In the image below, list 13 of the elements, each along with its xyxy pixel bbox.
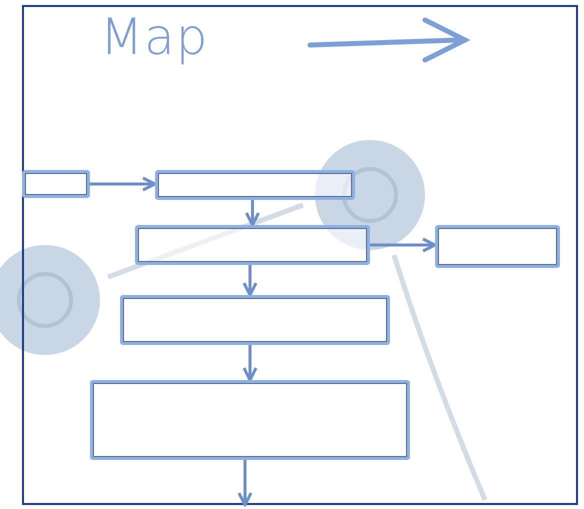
arrow xyxy=(242,265,258,296)
arrow xyxy=(90,176,156,192)
arrow xyxy=(370,238,436,252)
flow-box xyxy=(120,295,390,345)
arrow xyxy=(242,345,258,382)
arrow xyxy=(238,460,252,506)
arrow xyxy=(245,200,260,226)
flow-box xyxy=(90,380,410,460)
flow-box xyxy=(435,225,560,268)
flow-box xyxy=(135,225,370,265)
flow-box xyxy=(155,170,355,200)
flow-box xyxy=(22,170,90,198)
title: Map xyxy=(100,8,209,66)
